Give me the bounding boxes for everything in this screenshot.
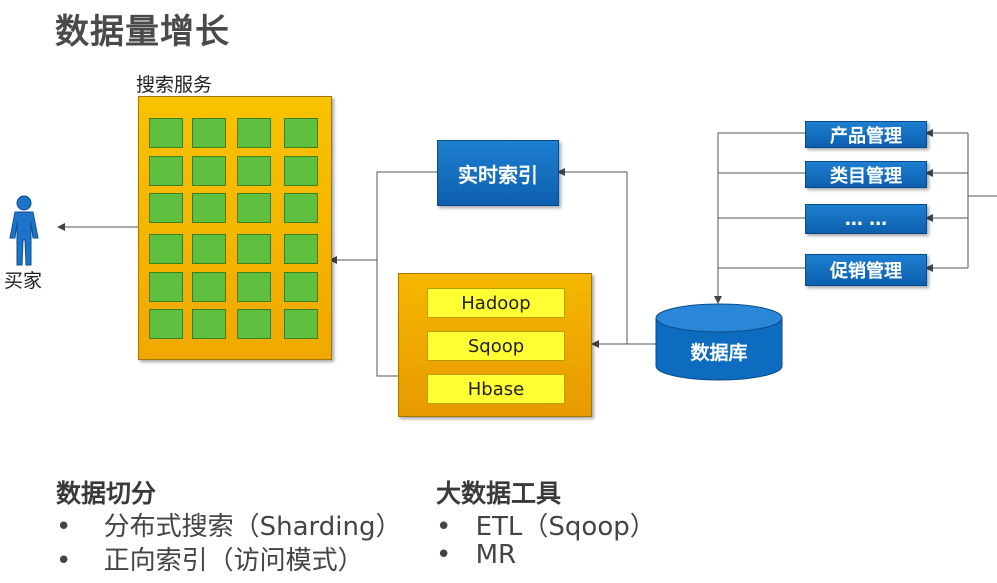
server-cell [192,272,226,302]
mgmt-promotion: 促销管理 [805,254,927,286]
bullet-marker: • [56,546,72,576]
bullet-left-2: • 正向索引（访问模式） [56,540,364,577]
bullet-right-1-text: ETL（Sqoop） [475,512,656,542]
bigdata-heading: 大数据工具 [436,479,562,508]
server-cell [149,156,183,186]
mgmt-ellipsis-label: … … [844,208,888,230]
mgmt-product-label: 产品管理 [830,125,902,147]
server-cell [237,156,271,186]
mgmt-category: 类目管理 [805,161,927,188]
page-title: 数据量增长 [55,12,230,52]
bullet-marker: • [56,512,72,542]
sharding-heading: 数据切分 [56,479,157,508]
bullet-right-1: • ETL（Sqoop） [436,506,656,543]
server-cell [284,193,318,223]
bullet-left-1: • 分布式搜索（Sharding） [56,506,401,543]
realtime-index-box: 实时索引 [437,140,559,206]
bullet-marker: • [436,540,452,570]
mgmt-promotion-label: 促销管理 [830,261,902,282]
big-data-tools-box: Hadoop Sqoop Hbase [398,273,592,417]
buyer-label: 买家 [4,270,43,292]
server-cell [149,118,183,148]
server-cell [192,156,226,186]
server-cell [149,309,183,339]
mgmt-category-label: 类目管理 [830,165,902,187]
server-cell [284,156,318,186]
bullet-right-2: • MR [436,540,516,570]
server-cell [149,272,183,302]
arrow-mgmt-to-db [714,132,805,304]
person-icon [9,195,39,266]
bullet-marker: • [436,512,452,542]
bullet-right-2-text: MR [475,540,517,570]
server-cell [237,118,271,148]
server-cell [192,193,226,223]
server-cell [237,234,271,264]
search-service-box [138,96,332,360]
server-cell [149,193,183,223]
server-cell [192,118,226,148]
search-service-label: 搜索服务 [136,74,213,96]
server-cell [237,272,271,302]
server-cell [284,309,318,339]
server-cell [284,118,318,148]
mgmt-ellipsis: … … [805,204,927,234]
bullet-left-2-text: 正向索引（访问模式） [103,546,364,576]
tool-sqoop: Sqoop [427,331,565,361]
connector-hadoop-to-search [376,260,398,377]
realtime-index-label: 实时索引 [458,162,538,187]
database-cylinder [655,303,783,381]
server-cell [284,234,318,264]
server-cell [237,193,271,223]
tool-hbase: Hbase [427,374,565,404]
mgmt-product: 产品管理 [805,121,927,148]
connector-realtime-to-search [376,171,437,260]
server-cell [237,309,271,339]
server-cell [284,272,318,302]
database-label: 数据库 [690,342,748,364]
server-cell [192,234,226,264]
server-cell [192,309,226,339]
tool-hadoop: Hadoop [427,288,565,318]
bullet-left-1-text: 分布式搜索（Sharding） [103,512,402,542]
server-cell [149,234,183,264]
